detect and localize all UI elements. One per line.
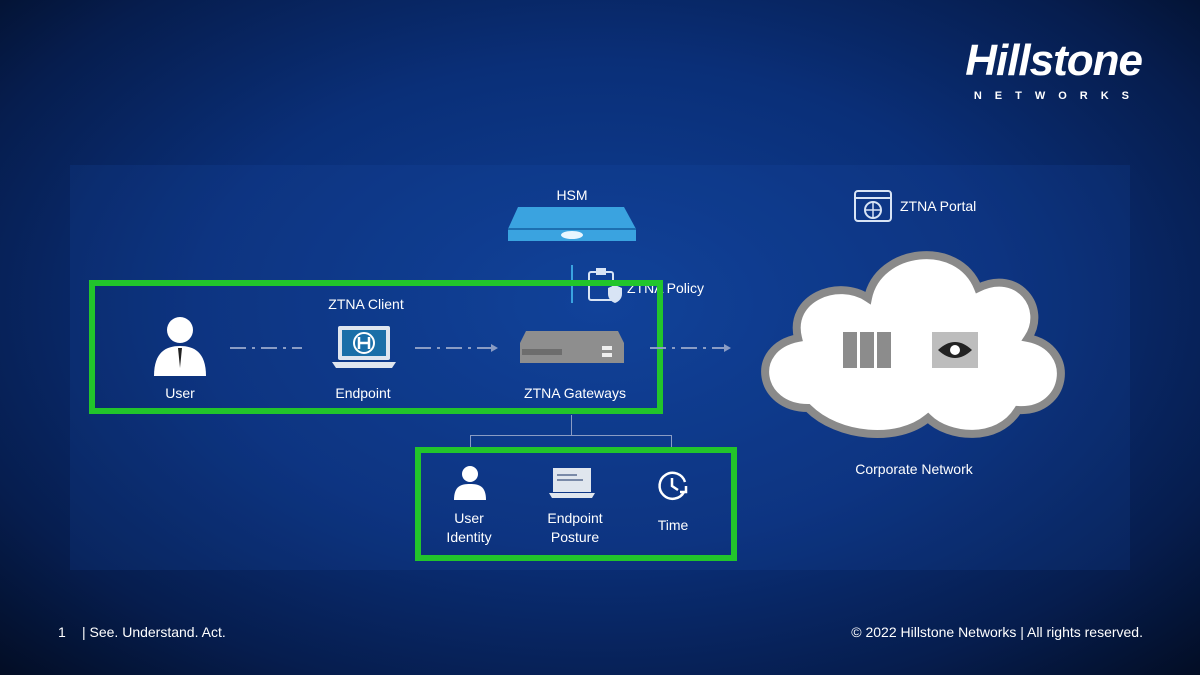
hillstone-logo: Hillstone NETWORKS [965,36,1143,103]
logo-sub: NETWORKS [973,90,1142,102]
user-label: User [165,385,195,401]
tree-line [571,415,572,435]
arrowhead [724,344,731,352]
server-monitor-eye-icon [932,332,978,368]
clock-icon [658,471,688,501]
user-identity-icon [454,466,486,500]
endpoint-posture-laptop-icon [549,468,595,498]
page-number: 1 [58,624,66,640]
endpoint-laptop-icon [332,326,396,368]
ztna-client-label: ZTNA Client [328,296,404,312]
logo-brand: Hillstone [965,36,1143,85]
corporate-cloud [761,251,1065,438]
time-label: Time [657,517,689,533]
flow-arrow-3 [650,347,724,349]
footer-copyright: © 2022 Hillstone Networks | All rights r… [851,624,1143,640]
endpoint-posture-line1: Endpoint [547,510,603,526]
hsm-label: HSM [556,187,588,203]
server-rack-icon [843,332,891,368]
endpoint-posture-line2: Posture [550,529,600,545]
tree-branch [470,435,672,449]
flow-arrow-2 [415,347,491,349]
checks-highlight-box [415,447,737,561]
hsm-device-icon [508,207,636,241]
gateway-device-icon [520,331,624,363]
user-identity-line1: User [454,510,484,526]
footer-tagline: | See. Understand. Act. [82,624,226,640]
portal-globe-icon [854,190,892,222]
gateways-label: ZTNA Gateways [524,385,626,401]
flow-arrow-1 [230,347,302,349]
arrowhead [491,344,498,352]
corporate-network-label: Corporate Network [855,461,973,477]
endpoint-label: Endpoint [335,385,391,401]
portal-label: ZTNA Portal [900,198,977,214]
user-icon [154,317,206,376]
policy-clipboard-icon [588,268,622,303]
user-identity-line2: Identity [446,529,492,545]
